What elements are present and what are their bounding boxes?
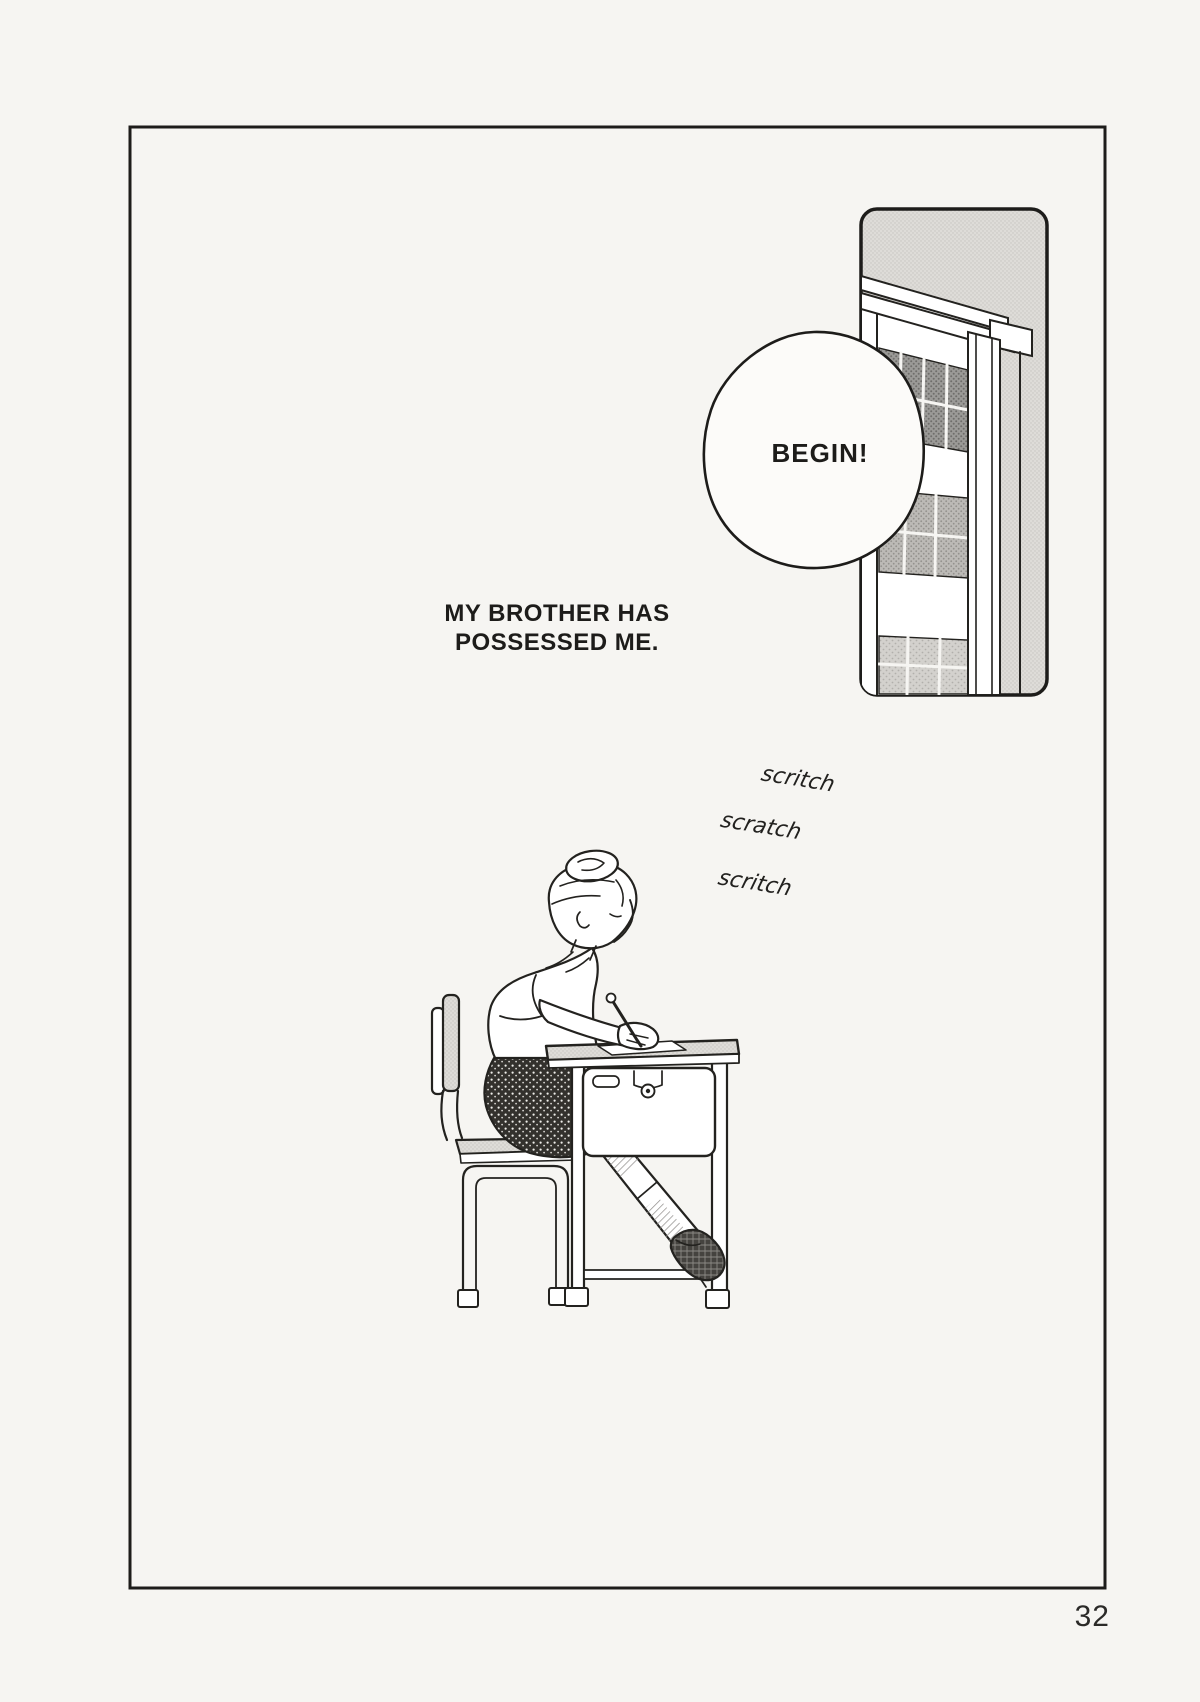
speech-balloon — [702, 330, 925, 570]
panel-border — [128, 125, 1107, 1590]
hair-bun — [565, 849, 619, 883]
school-desk — [544, 1038, 741, 1309]
caption-line-1: MY BROTHER HAS — [444, 600, 670, 627]
caption-text: MY BROTHER HAS POSSESSED ME. — [397, 599, 717, 657]
shoe — [669, 1228, 726, 1282]
caption-line-2: POSSESSED ME. — [455, 629, 659, 656]
writing-arm — [538, 992, 660, 1051]
pencil — [610, 998, 643, 1048]
page-number: 32 — [1074, 1600, 1110, 1633]
girl-at-desk-illustration — [430, 849, 741, 1309]
balloon-shape — [702, 330, 925, 570]
balloon-text: BEGIN! — [771, 438, 869, 468]
